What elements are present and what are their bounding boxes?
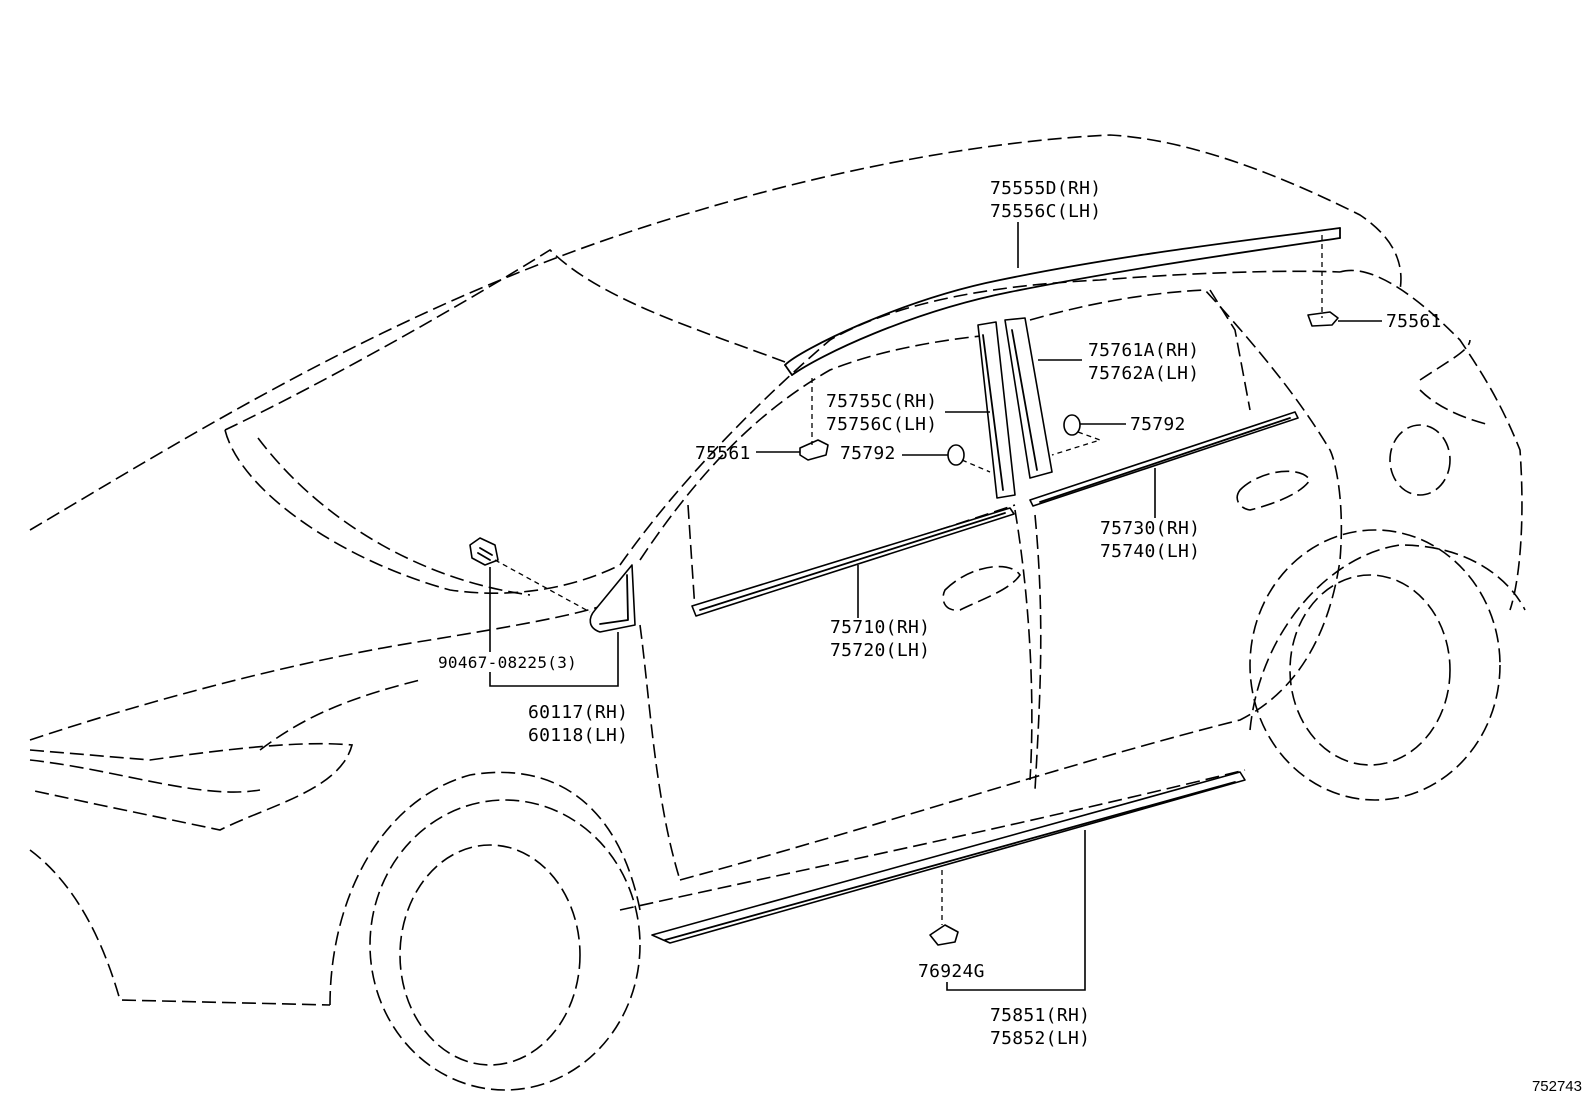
grommet-rear (1063, 414, 1081, 436)
rear-door-rear-edge (1034, 514, 1042, 791)
callout-rocker-molding: 75851(RH) 75852(LH) (990, 1004, 1090, 1050)
figure-number: 752743 (1531, 1078, 1582, 1095)
rocker-clip-part (929, 924, 959, 946)
callout-clip-rear: 75561 (1386, 310, 1442, 333)
rocker-molding-inner (664, 781, 1236, 941)
front-door-rear-edge (1014, 509, 1033, 781)
callout-grommet-rear: 75792 (1130, 413, 1186, 436)
part-number: 75740(LH) (1100, 541, 1201, 562)
rocker-molding (651, 771, 1246, 944)
part-number: 75851(RH) (990, 1005, 1091, 1026)
lower-sill (619, 769, 1246, 911)
front-door-handle (942, 565, 1021, 611)
callout-clip-front: 75561 (695, 442, 751, 465)
callout-mirror-cover: 60117(RH) 60118(LH) (528, 701, 628, 747)
part-number: 75792 (1130, 414, 1186, 435)
part-number: 75852(LH) (990, 1028, 1091, 1049)
part-number: 75762A(LH) (1088, 363, 1200, 384)
front-belt-molding-inner (699, 512, 1006, 611)
front-tire (369, 799, 641, 1091)
part-number: 75792 (840, 443, 896, 464)
part-number: 75555D(RH) (990, 178, 1102, 199)
leader-grommet-front-dash (961, 459, 991, 473)
front-rim (399, 844, 581, 1066)
mirror-cover-part (589, 564, 636, 633)
callout-roof-molding: 75555D(RH) 75556C(LH) (990, 177, 1101, 223)
callout-rocker-clip: 76924G (918, 960, 985, 983)
rear-quarter (1339, 269, 1523, 611)
leader-screw-dash (494, 559, 591, 613)
part-number: 75556C(LH) (990, 201, 1102, 222)
windshield-lower (224, 429, 621, 594)
fuel-lid (1389, 424, 1451, 496)
part-number: 76924G (918, 961, 985, 982)
callout-pillar-rear: 75761A(RH) 75762A(LH) (1088, 339, 1199, 385)
rear-window-edge (1209, 289, 1251, 411)
pillar-molding-rear (1004, 317, 1053, 479)
roof-drip-molding-ends (784, 227, 1341, 376)
headlamp (29, 742, 354, 831)
windshield-inner (257, 437, 531, 596)
callout-screw: 90467-08225(3) (438, 651, 577, 674)
a-pillar (619, 270, 1341, 566)
hood-crease (259, 679, 421, 751)
roof-drip-molding (784, 227, 1341, 366)
part-number: 75756C(LH) (826, 414, 938, 435)
roofline (29, 134, 1402, 531)
front-door-frame (639, 334, 991, 561)
front-wheel-arch (329, 771, 641, 1006)
rear-door-lower (679, 449, 1343, 881)
roof-drip-molding-inner (791, 237, 1341, 376)
part-number: 75710(RH) (830, 617, 931, 638)
part-number: 75720(LH) (830, 640, 931, 661)
part-number: 75755C(RH) (826, 391, 938, 412)
part-number: 90467-08225(3) (438, 653, 578, 672)
part-number: 75561 (1386, 311, 1442, 332)
part-number: 60117(RH) (528, 702, 629, 723)
part-number: 75761A(RH) (1088, 340, 1200, 361)
callout-belt-rear: 75730(RH) 75740(LH) (1100, 517, 1200, 563)
rear-door-frame (1029, 289, 1331, 451)
grommet-front (947, 444, 965, 466)
screw-part (469, 537, 499, 566)
rear-door-handle (1236, 470, 1311, 511)
clip-front (799, 439, 829, 461)
front-fender-line (29, 759, 261, 793)
pillar-molding-front-inner (982, 334, 1004, 491)
callout-pillar-front: 75755C(RH) 75756C(LH) (826, 390, 937, 436)
rear-tire (1249, 529, 1501, 801)
front-bumper (29, 849, 331, 1006)
rear-belt-molding-inner (1039, 417, 1291, 503)
rear-wheel-arch (1249, 544, 1526, 731)
rear-lamp (1419, 339, 1491, 426)
callout-grommet-front: 75792 (840, 442, 896, 465)
part-number: 75730(RH) (1100, 518, 1201, 539)
leader-grommet-rear-dash (1051, 431, 1103, 456)
pillar-molding-rear-inner (1011, 329, 1038, 471)
windshield-outline (224, 248, 786, 431)
front-door-front-edge (639, 624, 681, 881)
rear-rim (1289, 574, 1451, 766)
mirror-cover-inner (599, 574, 629, 625)
clip-rear (1307, 311, 1339, 327)
hood-outline (29, 599, 621, 741)
part-number: 60118(LH) (528, 725, 629, 746)
part-number: 75561 (695, 443, 751, 464)
leader-mirror-cover (489, 632, 619, 687)
leader-rocker-molding (946, 830, 1086, 991)
callout-belt-front: 75710(RH) 75720(LH) (830, 616, 930, 662)
